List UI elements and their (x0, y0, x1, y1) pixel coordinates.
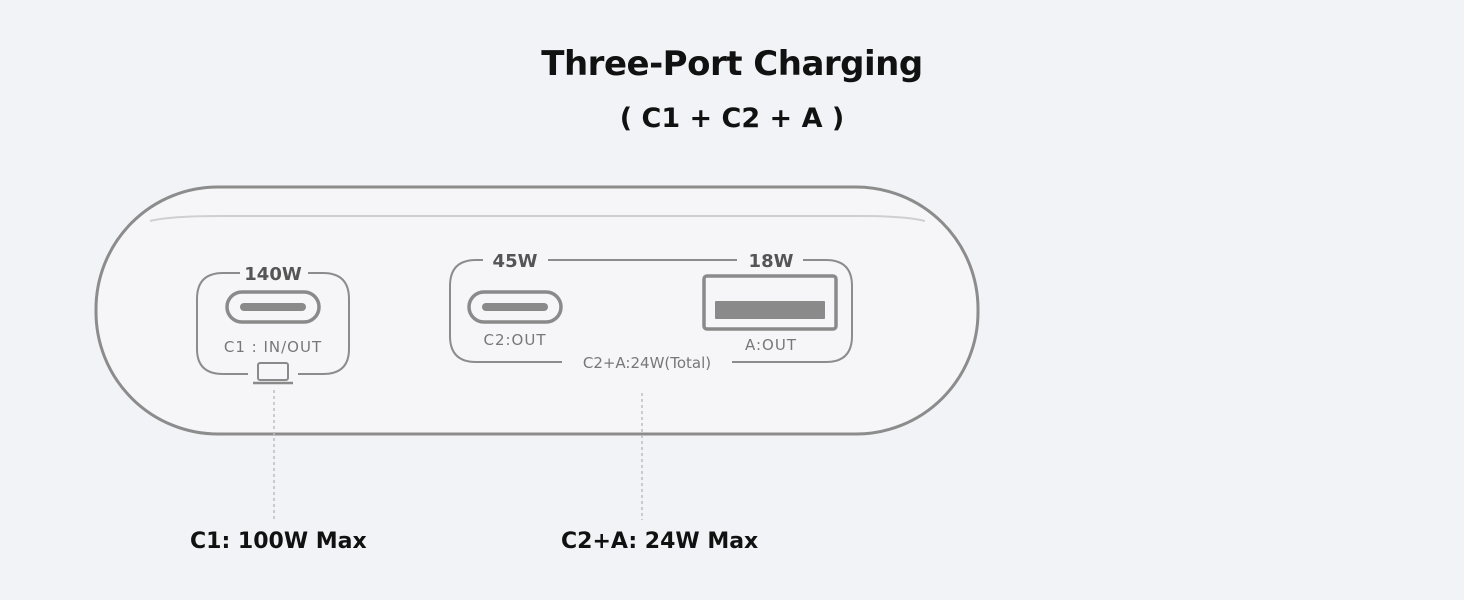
body-bevel-line (149, 215, 926, 222)
a-port-label: A:OUT (745, 336, 797, 354)
c1-power-label: 140W (244, 264, 302, 285)
usb-c-port-tongue (240, 303, 306, 311)
page-title: Three-Port Charging (541, 44, 923, 84)
c2-a-max-callout: C2+A: 24W Max (561, 529, 759, 554)
c1-port-frame (196, 272, 350, 375)
c2-power-label: 45W (493, 251, 538, 272)
usb-a-port-icon (702, 274, 838, 331)
c1-port-label: C1 : IN/OUT (224, 338, 322, 356)
usb-c-port-icon (225, 290, 321, 324)
c2-a-total-label: C2+A:24W(Total) (583, 354, 711, 372)
c2-a-port-group: 45W 18W C2:OUT A:OUT C2+A:24W(Total) (449, 251, 853, 372)
c2-port-label: C2:OUT (483, 331, 546, 349)
c1-max-callout: C1: 100W Max (190, 529, 367, 554)
a-power-label: 18W (749, 251, 794, 272)
c1-port-group: 140W C1 : IN/OUT (196, 264, 350, 385)
usb-c-port-icon (467, 290, 563, 324)
usb-c-port-tongue (482, 303, 548, 311)
laptop-icon (253, 362, 293, 385)
page-subtitle: ( C1 + C2 + A ) (619, 103, 845, 134)
c2-a-port-frame (449, 259, 853, 363)
usb-a-port-tongue (715, 301, 825, 319)
